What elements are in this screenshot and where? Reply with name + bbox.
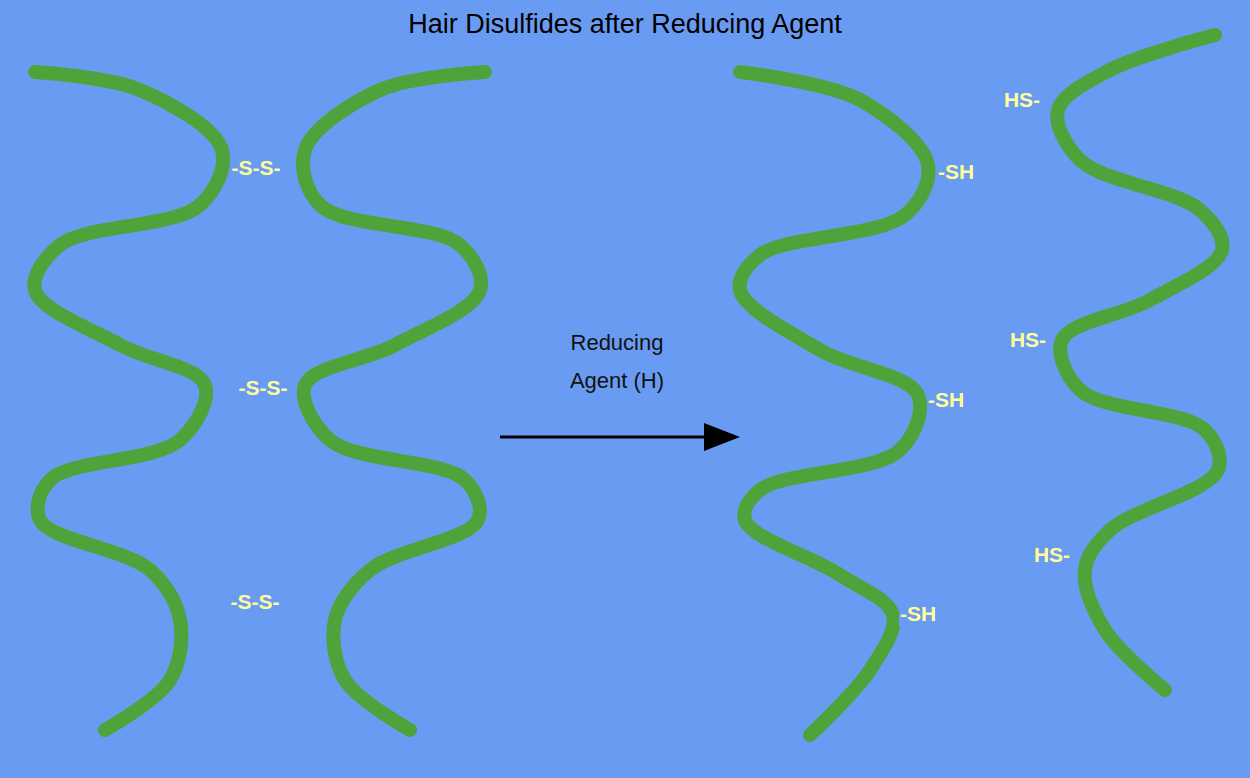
arrow-head [704, 423, 740, 451]
keratin-strand [1057, 35, 1222, 690]
thiol-group: HS- [1033, 543, 1071, 567]
thiol-group: HS- [1003, 88, 1041, 112]
disulfide-bond: -S-S- [238, 376, 289, 400]
keratin-strand [740, 72, 929, 735]
reaction-arrow [500, 436, 712, 439]
reagent-label: Reducing Agent (H) [567, 324, 667, 400]
thiol-group: -SH [927, 388, 965, 412]
diagram-title: Hair Disulfides after Reducing Agent [408, 9, 842, 40]
keratin-strand [303, 72, 485, 730]
disulfide-bond: -S-S- [230, 590, 281, 614]
thiol-group: HS- [1009, 328, 1047, 352]
keratin-strand [34, 72, 223, 730]
thiol-group: -SH [937, 160, 975, 184]
disulfide-bond: -S-S- [231, 156, 282, 180]
thiol-group: -SH [899, 602, 937, 626]
